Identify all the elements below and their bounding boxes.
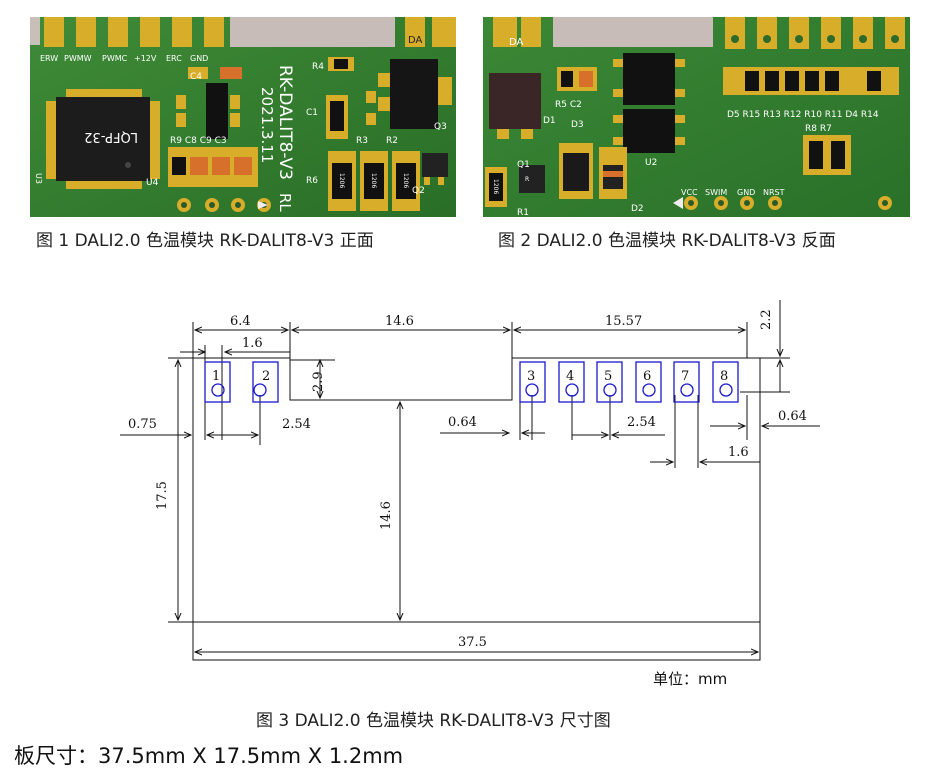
dim-37-5: 37.5 xyxy=(458,635,487,650)
front-board-suffix: RL xyxy=(276,193,294,212)
pin-7: 7 xyxy=(673,361,700,403)
pin-1-label: 1 xyxy=(212,369,220,384)
dim-0-64-left: 0.64 xyxy=(448,415,477,430)
front-r4-label: R4 xyxy=(312,62,324,72)
front-res-code-c: 1206 xyxy=(402,173,409,188)
front-top-pads xyxy=(30,17,456,47)
pin-8-label: 8 xyxy=(720,369,728,384)
back-pin-swim: SWIM xyxy=(705,188,727,197)
pin-2-label: 2 xyxy=(262,369,270,384)
front-caption: 图 1 DALI2.0 色温模块 RK-DALIT8-V3 正面 xyxy=(36,231,374,251)
front-mcu-chip: LQFP-32 xyxy=(46,89,160,189)
front-q3-label: Q3 xyxy=(434,122,447,132)
pin-3-label: 3 xyxy=(527,369,535,384)
back-d5-row-label: D5 R15 R13 R12 R10 R11 D4 R14 xyxy=(727,110,879,120)
front-pad-label-gnd: GND xyxy=(190,54,208,63)
back-d2-label: D2 xyxy=(631,204,644,214)
front-r2-label: R2 xyxy=(386,136,398,146)
dim-15-57: 15.57 xyxy=(605,314,642,329)
dim-14-6-vert: 14.6 xyxy=(379,501,394,530)
pin-3: 3 xyxy=(519,361,546,403)
back-r8r7-label: R8 R7 xyxy=(805,124,832,134)
back-r5c2-label: R5 C2 xyxy=(555,100,582,110)
front-cap-row xyxy=(168,147,258,187)
back-board-graphic: DA D1 R5 C2 U2 D3 1206 R Q1 R1 D2 xyxy=(483,17,910,217)
dim-2-2: 2.2 xyxy=(759,309,774,330)
front-c1-label: C1 xyxy=(306,108,318,118)
pin-6: 6 xyxy=(635,361,662,403)
front-r6-resistors: 1206 1206 1206 xyxy=(328,151,420,211)
back-u2-label: U2 xyxy=(645,158,657,168)
pin-5-label: 5 xyxy=(604,369,612,384)
back-top-pads xyxy=(725,17,905,49)
dim-14-6-top: 14.6 xyxy=(385,314,414,329)
front-board-name: RK-DALIT8-V3 xyxy=(275,65,295,180)
back-caption: 图 2 DALI2.0 色温模块 RK-DALIT8-V3 反面 xyxy=(498,231,836,251)
dimension-drawing: 1 2 3 4 5 6 7 xyxy=(120,300,820,661)
front-c4-label: C4 xyxy=(190,72,202,82)
drawing-caption: 图 3 DALI2.0 色温模块 RK-DALIT8-V3 尺寸图 xyxy=(256,711,611,731)
back-r1-label: R1 xyxy=(517,208,529,217)
pin-1: 1 xyxy=(204,361,231,403)
dim-1-6-right: 1.6 xyxy=(728,445,749,460)
front-pad-label-pwmw: PWMW xyxy=(64,54,92,63)
back-res-code: 1206 xyxy=(492,179,499,194)
back-q1-part-code: R xyxy=(525,176,529,183)
pin-4: 4 xyxy=(558,361,585,403)
front-chip-label: LQFP-32 xyxy=(84,129,138,144)
front-board-date: 2021.3.11 xyxy=(258,87,276,163)
pin-8: 8 xyxy=(712,361,739,403)
front-u3-label: U3 xyxy=(34,173,43,184)
back-d1-label: D1 xyxy=(543,116,556,126)
front-r3-label: R3 xyxy=(356,136,368,146)
unit-label: 单位：mm xyxy=(653,670,728,688)
back-da-label: DA xyxy=(509,37,524,48)
front-pad-label-12v: +12V xyxy=(134,54,157,63)
front-bottom-holes xyxy=(177,198,271,212)
pin-7-label: 7 xyxy=(681,369,689,384)
front-board-photo: ERW PWMW PWMC +12V ERC GND DA LQFP-32 U3… xyxy=(30,17,456,217)
back-pin-gnd: GND xyxy=(737,188,755,197)
front-pad-label-erw: ERW xyxy=(40,54,58,63)
dim-6-4: 6.4 xyxy=(230,314,251,329)
pin-4-label: 4 xyxy=(566,369,574,384)
board-size-text: 板尺寸：37.5mm X 17.5mm X 1.2mm xyxy=(14,744,404,768)
front-res-code-b: 1206 xyxy=(370,173,377,188)
front-da-label: DA xyxy=(408,35,423,46)
front-r6-label: R6 xyxy=(306,176,318,186)
back-resistor-row xyxy=(723,67,899,95)
pin-row: 1 2 3 4 5 6 7 xyxy=(204,361,739,403)
front-res-code-a: 1206 xyxy=(338,173,345,188)
dim-2-54-right: 2.54 xyxy=(627,415,656,430)
back-bottom-pins xyxy=(673,196,892,210)
back-q1-label: Q1 xyxy=(517,160,530,170)
back-d3-label: D3 xyxy=(571,120,584,130)
dim-2-54-left: 2.54 xyxy=(282,417,311,432)
dim-2-9: 2.9 xyxy=(311,371,326,392)
back-board-photo: DA D1 R5 C2 U2 D3 1206 R Q1 R1 D2 xyxy=(483,17,910,217)
front-q2-label: Q2 xyxy=(412,186,425,196)
pin-6-label: 6 xyxy=(643,369,651,384)
dim-17-5: 17.5 xyxy=(155,481,170,510)
dim-0-75: 0.75 xyxy=(128,417,157,432)
pin-2: 2 xyxy=(252,361,279,403)
front-board-graphic: ERW PWMW PWMC +12V ERC GND DA LQFP-32 U3… xyxy=(30,17,456,217)
back-pin-nrst: NRST xyxy=(763,188,785,197)
front-pad-label-erc: ERC xyxy=(166,54,182,63)
front-r9c8c9c3-label: R9 C8 C9 C3 xyxy=(170,136,227,146)
back-pin-vcc: VCC xyxy=(681,188,698,197)
dim-1-6-left: 1.6 xyxy=(242,336,263,351)
front-pad-label-pwmc: PWMC xyxy=(102,54,128,63)
pin-5: 5 xyxy=(596,361,623,403)
front-u4-label: U4 xyxy=(146,178,159,188)
dim-0-64-right: 0.64 xyxy=(778,409,807,424)
